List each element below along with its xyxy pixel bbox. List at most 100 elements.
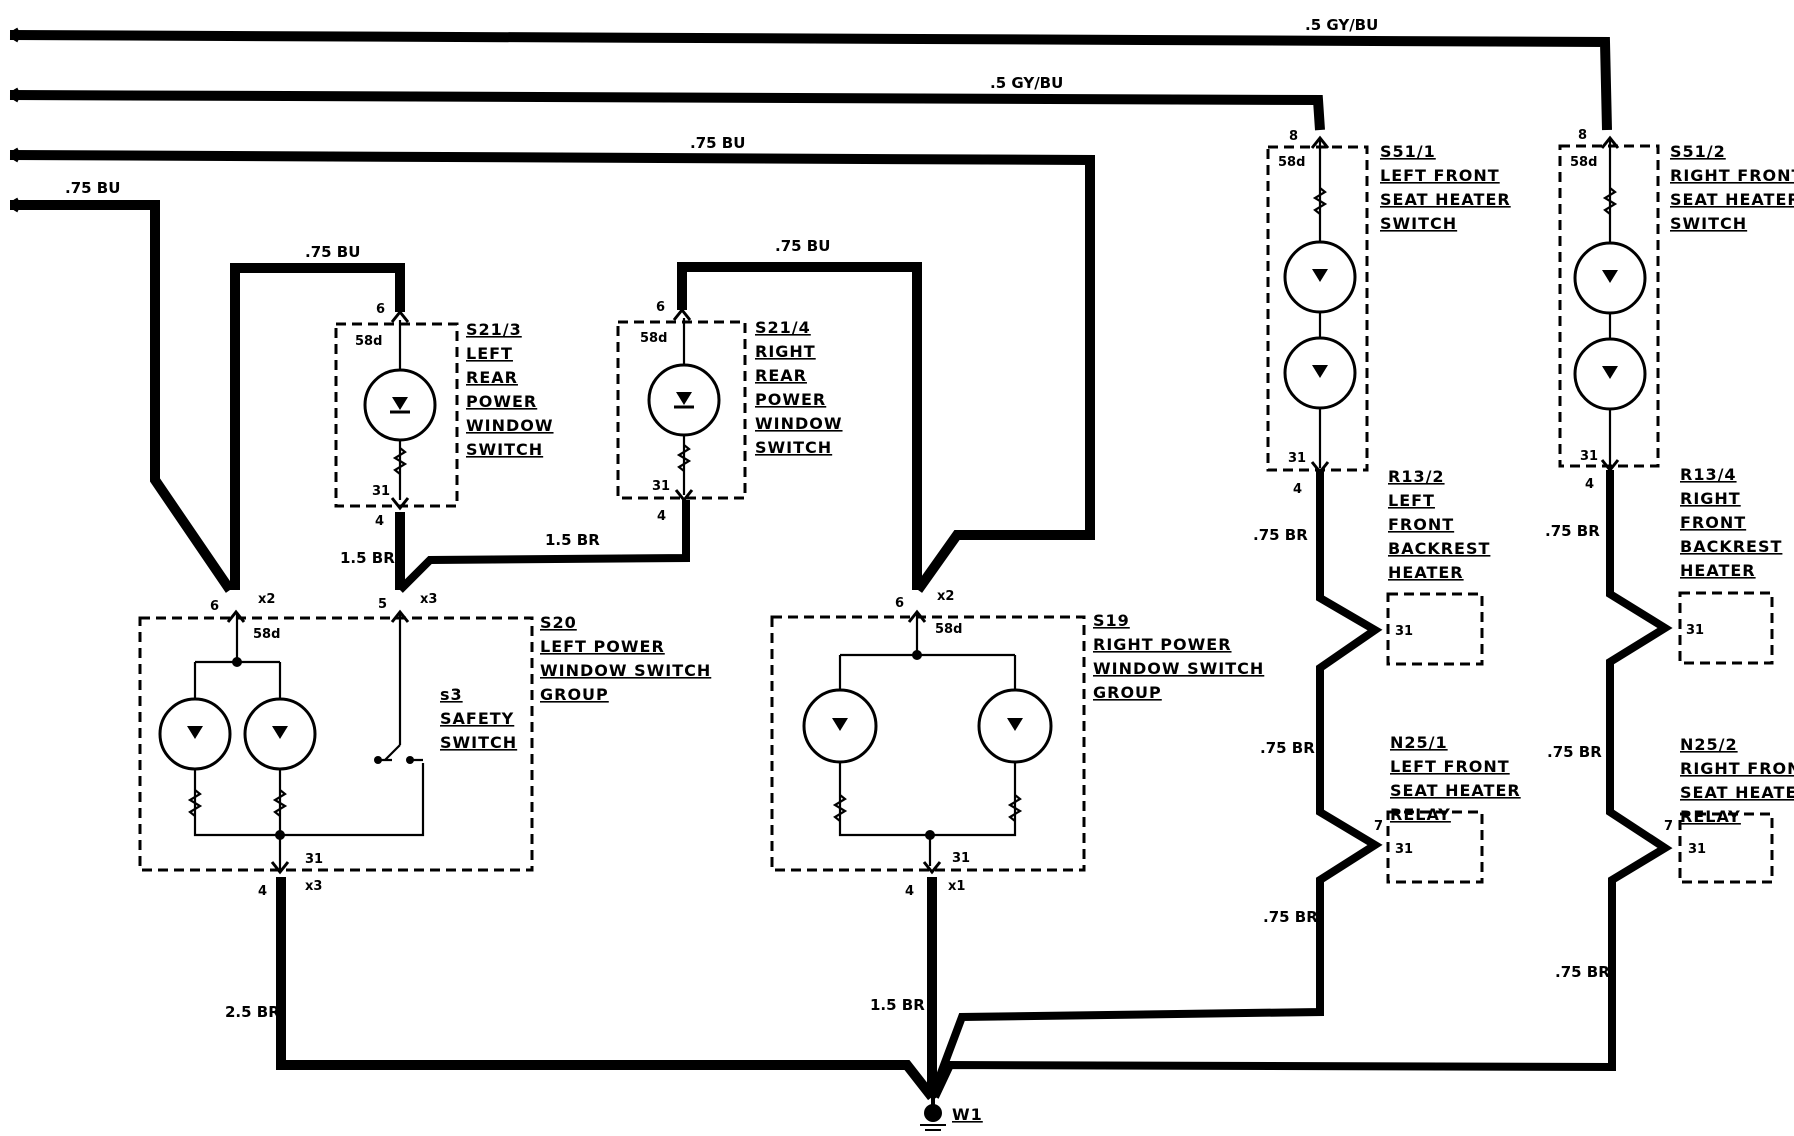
s3-line-1: SAFETY xyxy=(440,709,514,728)
wire-gybu-second-stripes xyxy=(9,93,1319,102)
s21-3-pin-4: 4 xyxy=(375,514,384,529)
s19-pin-x2: x2 xyxy=(937,589,954,604)
n25-1-line-3: RELAY xyxy=(1390,805,1451,824)
label-br-l3: .75 BR xyxy=(1263,908,1318,926)
n25-2-pin-7: 7 xyxy=(1664,819,1673,834)
s21-4-pin-6: 6 xyxy=(656,300,665,315)
component-s19: 6 x2 58d 31 4 x1 S19 RIGHT POWER WINDOW … xyxy=(770,589,1264,899)
arrow-s19-x2 xyxy=(907,609,927,623)
s20-line-3: GROUP xyxy=(540,685,609,704)
s20-pin-x3-bottom: x3 xyxy=(305,879,322,894)
s20-pin-58d: 58d xyxy=(253,627,280,642)
r13-2-pin-31: 31 xyxy=(1395,624,1413,639)
r13-4-box xyxy=(1678,591,1774,665)
s21-4-pin-58d: 58d xyxy=(640,331,667,346)
s21-3-line-3: POWER xyxy=(466,392,537,411)
arrow-s51-2-top xyxy=(1600,135,1620,149)
ground-symbol-icon xyxy=(924,1104,942,1122)
label-bu-fourth: .75 BU xyxy=(65,179,120,197)
s19-diode-2-icon xyxy=(1007,718,1023,731)
connector-arrows xyxy=(10,27,1620,875)
r13-2-line-1: LEFT xyxy=(1388,491,1435,510)
wires xyxy=(9,30,1673,1101)
component-r13-2: 31 R13/2 LEFT FRONT BACKREST HEATER xyxy=(1386,467,1489,666)
component-s21-3: 6 58d 31 4 S21/3 LEFT REAR POWER WINDOW … xyxy=(334,302,553,529)
s51-1-line-3: SWITCH xyxy=(1380,214,1457,233)
s51-2-pin-8: 8 xyxy=(1578,128,1587,143)
arrow-s21-3-top xyxy=(390,309,410,323)
n25-2-pin-31: 31 xyxy=(1688,842,1706,857)
s21-4-resistor-icon xyxy=(676,444,692,472)
arrow-s51-2-bottom xyxy=(1600,459,1620,473)
s51-2-diode-1-icon xyxy=(1602,270,1618,283)
wire-bu-s21-3 xyxy=(230,263,405,590)
arrow-bu-third-end xyxy=(10,147,19,163)
s20-box xyxy=(138,616,534,872)
label-br-l1: .75 BR xyxy=(1253,526,1308,544)
arrow-s21-4-bottom xyxy=(674,489,694,503)
s51-2-line-3: SWITCH xyxy=(1670,214,1747,233)
component-s20: 6 x2 58d 5 x3 31 4 x3 S20 LEFT POWER WIN… xyxy=(138,592,710,899)
s51-2-pin-58d: 58d xyxy=(1570,155,1597,170)
label-br-r2: .75 BR xyxy=(1547,743,1602,761)
s20-pin-4: 4 xyxy=(258,884,267,899)
s20-pin-31: 31 xyxy=(305,852,323,867)
s20-resistors-icon xyxy=(187,789,288,817)
s20-diode-1-icon xyxy=(187,726,203,739)
s19-resistors-icon xyxy=(832,794,1023,822)
label-br-l2: .75 BR xyxy=(1260,739,1315,757)
wire-gybu-top-stripes xyxy=(9,33,1606,44)
s51-1-pin-4: 4 xyxy=(1293,482,1302,497)
s51-2-pin-31: 31 xyxy=(1580,449,1598,464)
s21-3-line-5: SWITCH xyxy=(466,440,543,459)
label-bu-third: .75 BU xyxy=(690,134,745,152)
s21-3-box xyxy=(334,322,459,508)
s19-inner-wiring xyxy=(838,612,1017,866)
n25-2-line-1: RIGHT FRONT xyxy=(1680,759,1794,778)
wire-gybu-second xyxy=(9,90,1325,131)
arrow-bu-fourth-end xyxy=(10,197,19,213)
s19-pin-6: 6 xyxy=(895,596,904,611)
s51-2-diode-2-icon xyxy=(1602,366,1618,379)
r13-4-line-1: RIGHT xyxy=(1680,489,1741,508)
arrow-s20-x2 xyxy=(226,609,246,623)
n25-2-line-2: SEAT HEATER xyxy=(1680,783,1794,802)
s19-line-3: GROUP xyxy=(1093,683,1162,702)
component-s51-2: 8 58d 31 4 S51/2 RIGHT FRONT SEAT HEATER… xyxy=(1558,128,1794,492)
s21-3-diode-icon xyxy=(392,397,408,410)
label-br-r3: .75 BR xyxy=(1555,963,1610,981)
s21-4-line-1: RIGHT xyxy=(755,342,816,361)
s19-line-2: WINDOW SWITCH xyxy=(1093,659,1264,678)
wire-bu-third xyxy=(9,150,1095,593)
arrow-s51-1-top xyxy=(1310,135,1330,149)
label-br-s21-4: 1.5 BR xyxy=(545,531,600,549)
n25-2-line-3: RELAY xyxy=(1680,807,1741,826)
s21-3-pin-6: 6 xyxy=(376,302,385,317)
s19-line-1: RIGHT POWER xyxy=(1093,635,1232,654)
arrow-s21-4-top xyxy=(672,307,692,321)
s21-4-line-3: POWER xyxy=(755,390,826,409)
s21-4-line-2: REAR xyxy=(755,366,807,385)
s19-pin-31: 31 xyxy=(952,851,970,866)
n25-1-pin-31: 31 xyxy=(1395,842,1413,857)
s51-2-line-2: SEAT HEATER xyxy=(1670,190,1794,209)
wire-br-left-heater xyxy=(928,470,1383,1099)
s19-pin-4: 4 xyxy=(905,884,914,899)
s3-line-2: SWITCH xyxy=(440,733,517,752)
arrow-s21-3-bottom xyxy=(390,497,410,511)
s21-3-pin-58d: 58d xyxy=(355,334,382,349)
s20-pin-5: 5 xyxy=(378,597,387,612)
s21-3-line-1: LEFT xyxy=(466,344,513,363)
s20-pin-6: 6 xyxy=(210,599,219,614)
s51-2-line-1: RIGHT FRONT xyxy=(1670,166,1794,185)
s20-pin-x3: x3 xyxy=(420,592,437,607)
s51-1-pin-8: 8 xyxy=(1289,129,1298,144)
n25-1-pin-7: 7 xyxy=(1374,819,1383,834)
ground-w1: W1 xyxy=(920,1097,982,1131)
s19-junction-dot xyxy=(912,650,922,660)
wire-bu-fourth xyxy=(10,200,235,593)
label-br-s20: 2.5 BR xyxy=(225,1003,280,1021)
s3-id: s3 xyxy=(440,685,463,704)
label-gybu-top: .5 GY/BU xyxy=(1305,16,1378,34)
component-s51-1: 8 58d 31 4 S51/1 LEFT FRONT SEAT HEATER … xyxy=(1266,129,1510,497)
